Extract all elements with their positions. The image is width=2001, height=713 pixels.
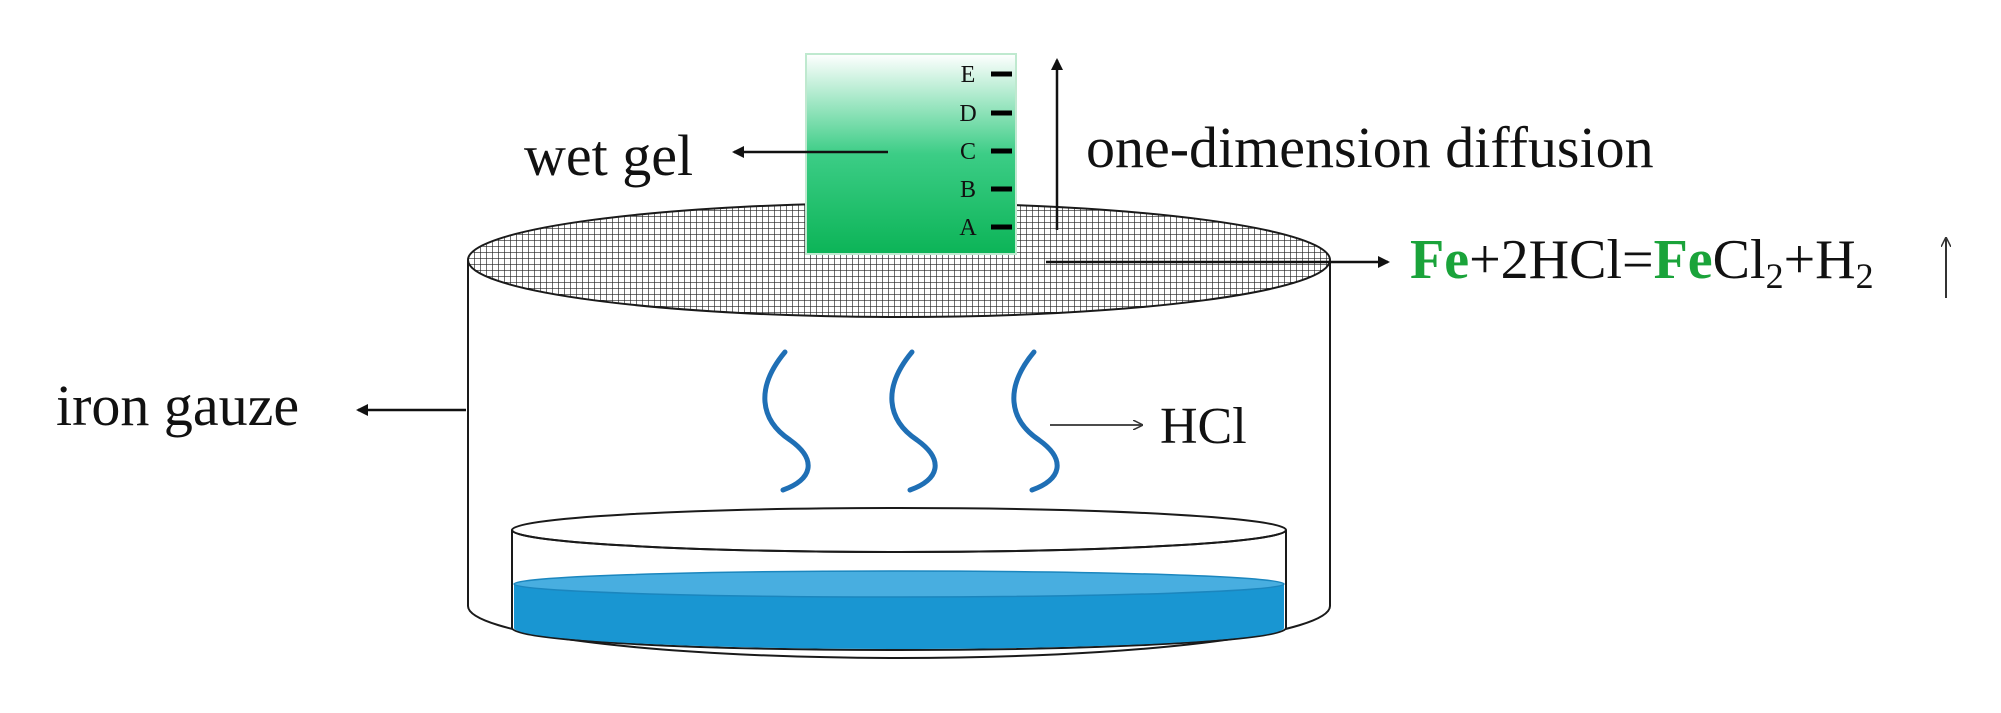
- iron-gauze-label: iron gauze: [56, 373, 299, 438]
- equation-plus-h: +H: [1784, 229, 1856, 291]
- equation-sub-2a: 2: [1766, 256, 1784, 296]
- wet-gel-label: wet gel: [524, 123, 693, 188]
- reaction-equation: Fe+2HCl=FeCl2+H2: [1410, 229, 1946, 298]
- hcl-label: HCl: [1160, 398, 1247, 455]
- tick-label-e: E: [961, 62, 976, 88]
- tick-label-c: C: [960, 139, 976, 165]
- hcl-dish: [511, 507, 1287, 651]
- tick-label-a: A: [959, 215, 977, 241]
- gel-tick-marks: [991, 71, 1012, 230]
- hcl-vapor-waves: [762, 349, 1060, 493]
- diffusion-label: one-dimension diffusion: [1086, 115, 1654, 180]
- equation-middle: +2HCl=: [1469, 229, 1654, 291]
- equation-fe-1: Fe: [1410, 229, 1469, 291]
- wet-gel-block: [805, 53, 1017, 255]
- equation-fe-2: Fe: [1654, 229, 1713, 291]
- tick-label-b: B: [960, 177, 976, 203]
- equation-cl: Cl: [1713, 229, 1766, 291]
- hcl-liquid: [514, 584, 1284, 649]
- equation-sub-2b: 2: [1856, 256, 1874, 296]
- equation-text: Fe+2HCl=FeCl2+H2: [1410, 229, 1874, 296]
- tick-label-d: D: [959, 101, 976, 127]
